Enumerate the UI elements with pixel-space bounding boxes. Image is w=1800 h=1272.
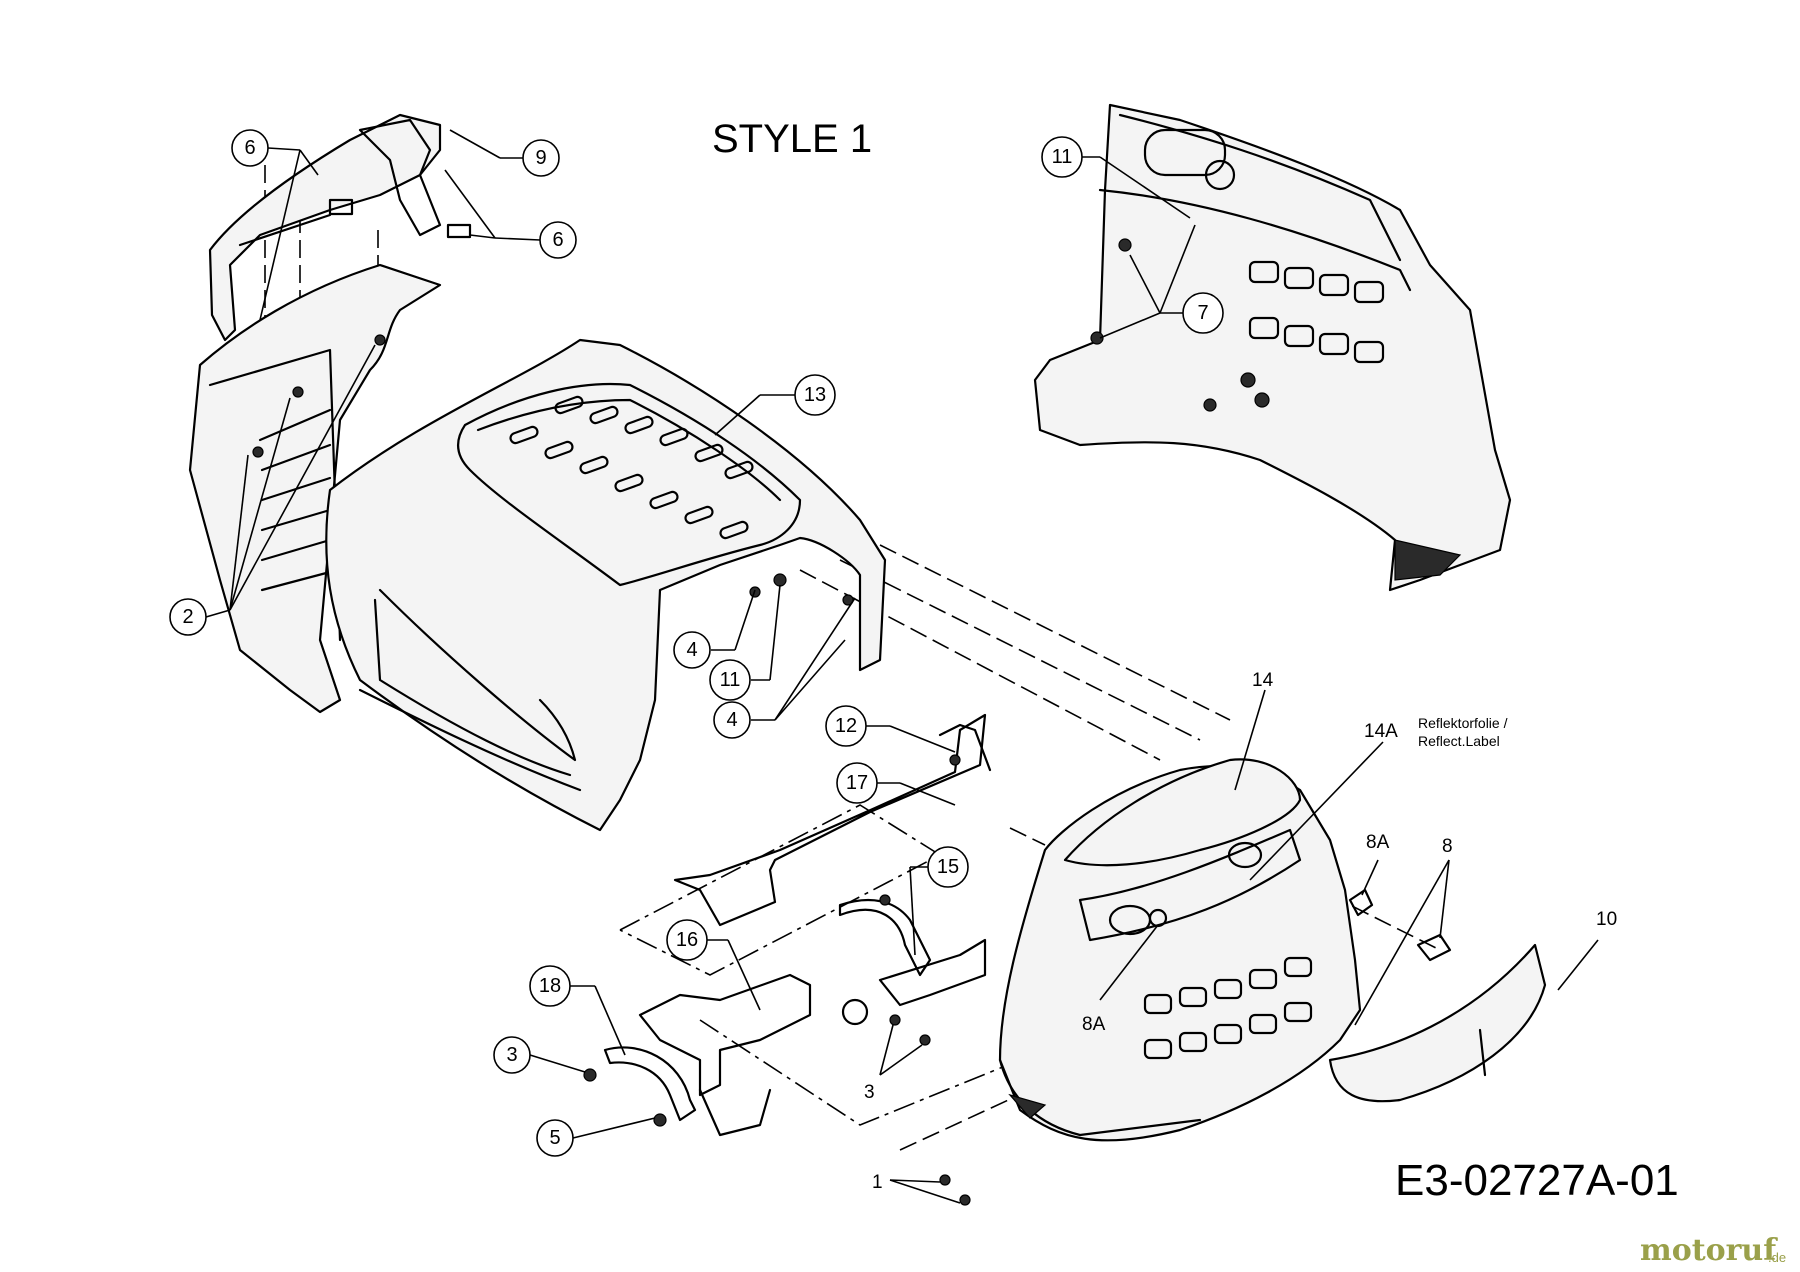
callout-16: 16 — [666, 919, 708, 961]
part-front-grille — [998, 758, 1362, 1142]
callout-15: 15 — [927, 846, 969, 888]
callout-8a-top: 8A — [1366, 832, 1390, 853]
watermark-text: motoruf — [1640, 1233, 1778, 1268]
callout-label: 3 — [506, 1044, 517, 1066]
callout-18: 18 — [529, 965, 571, 1007]
callout-14a: 14A — [1364, 721, 1398, 742]
callout-10: 10 — [1596, 909, 1617, 930]
callout-label: 12 — [835, 715, 857, 737]
callout-9: 9 — [522, 139, 560, 177]
callout-label: 4 — [726, 709, 737, 731]
callout-label: 4 — [686, 639, 697, 661]
callout-label: 5 — [549, 1127, 560, 1149]
callout-label: 16 — [676, 929, 698, 951]
callout-label: 11 — [720, 669, 741, 691]
style-title: STYLE 1 — [712, 117, 872, 161]
callout-4-lower: 4 — [713, 701, 751, 739]
callout-label: 2 — [182, 606, 193, 628]
callout-label: 17 — [846, 772, 868, 794]
callout-17: 17 — [836, 762, 878, 804]
callout-8a-lower: 8A — [1082, 1014, 1106, 1035]
callout-5: 5 — [536, 1119, 574, 1157]
callout-11-mid: 11 — [709, 659, 751, 701]
hood-vent-slots — [509, 395, 754, 540]
callout-4-left: 4 — [673, 631, 711, 669]
part-hood — [325, 338, 887, 832]
callout-1: 1 — [872, 1172, 883, 1193]
callout-2: 2 — [169, 598, 207, 636]
watermark-logo: motoruf .de — [1640, 1233, 1786, 1268]
callout-7: 7 — [1182, 292, 1224, 334]
callout-label: 9 — [535, 147, 546, 169]
callout-label: 6 — [244, 137, 255, 159]
callout-leaders — [205, 129, 1599, 1204]
drawing-code: E3-02727A-01 — [1395, 1156, 1679, 1205]
callout-3-plain: 3 — [864, 1082, 875, 1103]
part-brackets — [603, 713, 992, 1137]
callout-label: 11 — [1052, 146, 1073, 168]
part-grille-rear-view — [1033, 103, 1512, 592]
reflect-label-line2: Reflect.Label — [1418, 733, 1500, 749]
front-grille-slots — [1143, 956, 1313, 1060]
watermark-suffix: .de — [1768, 1250, 1786, 1265]
callout-label: 13 — [804, 384, 826, 406]
callout-6-top: 6 — [231, 129, 269, 167]
callout-11-top: 11 — [1041, 136, 1083, 178]
reflect-label-line1: Reflektorfolie / — [1418, 715, 1508, 731]
callout-14: 14 — [1252, 670, 1274, 691]
callout-label: 15 — [937, 856, 959, 878]
callout-label: 18 — [539, 975, 561, 997]
callout-12: 12 — [825, 705, 867, 747]
callout-label: 7 — [1197, 302, 1208, 324]
callout-13: 13 — [794, 374, 836, 416]
callout-label: 6 — [552, 229, 563, 251]
part-screws — [583, 894, 971, 1206]
part-bumper — [1328, 943, 1547, 1103]
callout-6-right: 6 — [539, 221, 577, 259]
callout-8: 8 — [1442, 836, 1453, 857]
part-dash-panel — [208, 113, 472, 342]
callout-3: 3 — [493, 1036, 531, 1074]
grille-rear-slots — [1248, 260, 1385, 364]
